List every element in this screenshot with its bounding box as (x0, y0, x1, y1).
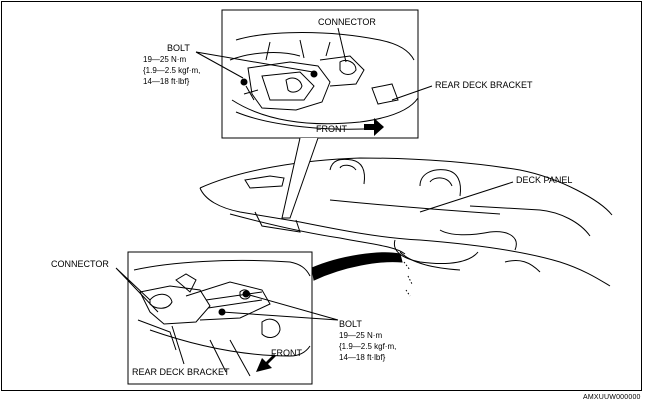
top-bolt-icon (240, 78, 248, 86)
bottom-rear-deck-bracket-label: REAR DECK BRACKET (132, 367, 230, 377)
top-torque-line-3: 14—18 ft·lbf} (143, 77, 190, 86)
bottom-connector-label: CONNECTOR (51, 259, 109, 269)
deck-panel-leader (419, 181, 514, 213)
figure-code: AMXUUW000000 (583, 394, 641, 401)
vehicle-body-outline (199, 157, 613, 287)
top-bolt-label: BOLT (167, 43, 190, 53)
bottom-torque-line-3: 14—18 ft·lbf} (339, 353, 386, 362)
top-bracket-leader (391, 85, 433, 101)
top-torque-line-2: {1.9—2.5 kgf·m, (143, 66, 201, 75)
bottom-detail-view (127, 251, 313, 385)
top-rear-deck-bracket-label: REAR DECK BRACKET (435, 80, 533, 90)
top-bolt-leaders (195, 51, 314, 79)
top-connector-label: CONNECTOR (318, 17, 376, 27)
top-callout-pointer (281, 137, 319, 219)
bottom-torque-line-2: {1.9—2.5 kgf·m, (339, 342, 397, 351)
top-torque-line-1: 19—25 N·m (143, 55, 187, 64)
bottom-connector-leaders (115, 267, 159, 313)
bottom-callout-pointer (311, 252, 403, 281)
hidden-lines (403, 261, 413, 297)
top-front-label: FRONT (316, 124, 347, 134)
bottom-bracket-leader (171, 325, 185, 365)
top-connector-leader (337, 27, 347, 63)
top-bolt-icon-2 (310, 70, 318, 78)
top-front-arrow-icon (364, 118, 384, 136)
figure-frame (1, 1, 642, 391)
bottom-front-label: FRONT (271, 348, 302, 358)
bottom-bolt-label: BOLT (339, 319, 362, 329)
bottom-bolt-icon-2 (218, 308, 226, 316)
bottom-bolt-leaders (221, 293, 339, 321)
deck-panel-label: DECK PANEL (516, 175, 573, 185)
bottom-torque-line-1: 19—25 N·m (339, 331, 383, 340)
bottom-front-arrow-icon (256, 354, 276, 372)
top-detail-view (221, 9, 419, 139)
bottom-bolt-icon (242, 290, 250, 298)
